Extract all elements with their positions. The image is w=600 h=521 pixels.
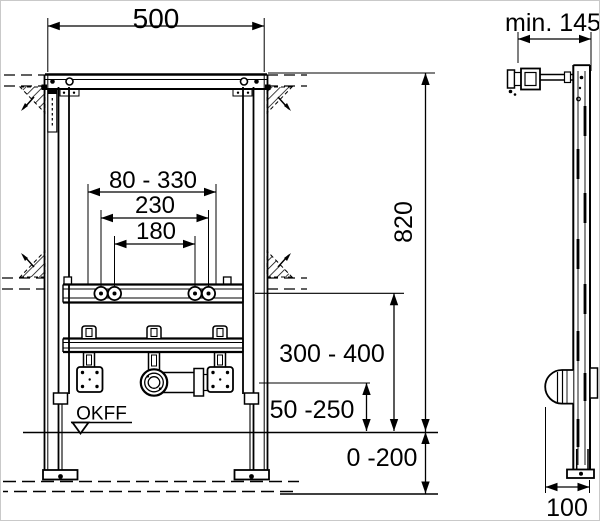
dim-outlet-height-label: 50 -250 xyxy=(270,396,355,424)
rail-slot xyxy=(576,239,580,269)
wall-symbol-top-right xyxy=(266,74,307,115)
dim-bolt-span-inner: 180 xyxy=(114,218,196,287)
rail-slot xyxy=(583,106,587,136)
side-rail-foot xyxy=(566,449,595,479)
dim-anchor-span-label: 80 - 330 xyxy=(109,167,197,194)
floor-datum-label: OKFF xyxy=(76,404,127,425)
floor-datum: OKFF xyxy=(23,404,438,436)
dim-frame-height-label: 820 xyxy=(390,201,418,243)
crossbar-bolt-hole xyxy=(65,77,74,86)
side-rail xyxy=(572,64,591,470)
dim-floor-buildup-label: 0 -200 xyxy=(347,444,418,472)
rail-slot xyxy=(576,419,580,447)
dim-bolt-span-inner-label: 180 xyxy=(136,218,176,245)
drain-fitting xyxy=(139,367,208,397)
rail-slot xyxy=(583,193,587,223)
dim-depth-min-label: min. 145 xyxy=(505,9,600,37)
frame-left-upright xyxy=(43,75,70,470)
product-label-sticker xyxy=(47,88,58,133)
front-view: 500 xyxy=(2,3,438,495)
right-mounting-plate xyxy=(206,366,234,393)
rail-slot xyxy=(583,284,587,314)
leg-clamp xyxy=(243,392,260,405)
dim-outlet-offset-label: 100 xyxy=(546,494,588,521)
dim-width-label: 500 xyxy=(133,3,180,34)
dim-frame-height: 820 xyxy=(268,72,435,431)
frame-right-upright xyxy=(242,75,269,470)
left-mounting-plate xyxy=(76,366,104,393)
wall-symbol-mid-right xyxy=(266,249,307,290)
dim-supply-height-label: 300 - 400 xyxy=(279,340,385,368)
leg-clamp xyxy=(52,392,69,405)
dim-bolt-span-outer-label: 230 xyxy=(135,192,175,219)
dim-outlet-offset: 100 xyxy=(545,407,590,521)
frame-top-crossbar xyxy=(41,73,271,97)
wall-symbol-mid-left xyxy=(2,249,46,290)
rail-slot xyxy=(576,331,580,361)
drain-elbow xyxy=(544,369,574,405)
crossbar-bolt-hole xyxy=(239,77,249,86)
support-rail xyxy=(62,325,244,371)
wall-symbol-top-left xyxy=(4,74,46,115)
rear-connector xyxy=(589,367,599,399)
wall-bracket xyxy=(506,67,573,96)
rail-slot xyxy=(583,373,587,401)
dim-width-500: 500 xyxy=(47,3,265,72)
pipe-coupling xyxy=(193,367,205,397)
dim-depth-min: min. 145 xyxy=(505,9,600,71)
datum-triangle-icon xyxy=(70,421,91,436)
dim-bolt-span-outer: 230 xyxy=(100,192,209,287)
side-view: min. 145 xyxy=(505,9,600,521)
dim-outlet-height: 50 -250 xyxy=(259,382,371,431)
rail-slot xyxy=(576,149,580,179)
dim-supply-height: 300 - 400 xyxy=(255,292,404,431)
raw-floor-lines xyxy=(3,480,438,495)
dim-floor-buildup: 0 -200 xyxy=(347,431,430,494)
water-connection-rail xyxy=(62,276,244,304)
dim-anchor-span: 80 - 330 xyxy=(87,167,217,285)
